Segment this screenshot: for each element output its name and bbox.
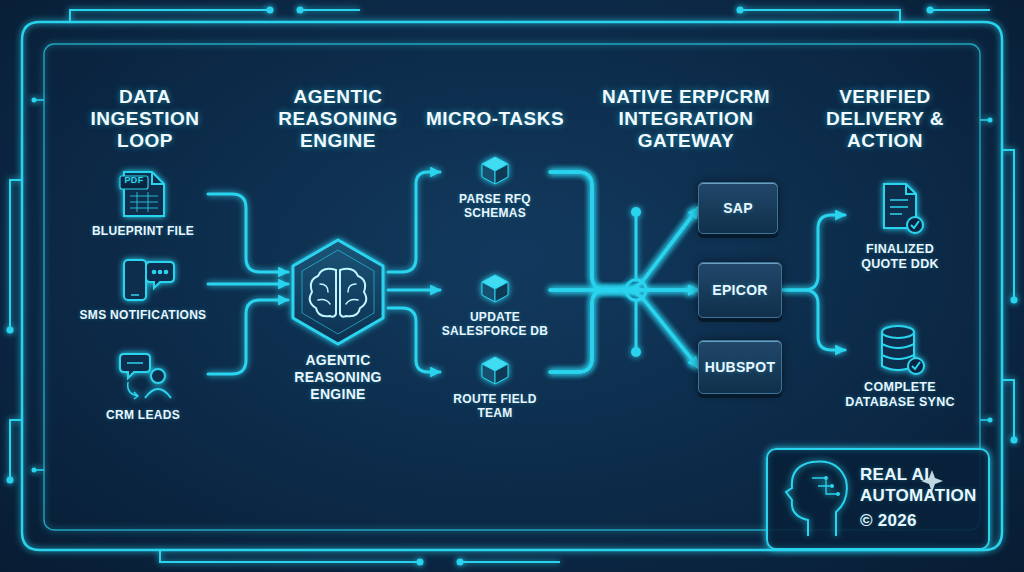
flow-connector xyxy=(388,172,440,272)
flow-connector xyxy=(208,283,288,286)
task-cube xyxy=(482,157,508,384)
flow-connector xyxy=(550,290,698,372)
flow-connector xyxy=(550,290,698,372)
flow-connector xyxy=(208,300,288,374)
flow-connector xyxy=(550,172,698,290)
node-label: FINALIZED QUOTE DDK xyxy=(845,242,955,272)
crm-icon xyxy=(120,354,171,399)
frame-dot xyxy=(7,7,1018,566)
frame xyxy=(10,10,1014,562)
micro-task: ROUTE FIELD TEAM xyxy=(440,358,550,422)
node-label: CRM LEADS xyxy=(78,408,208,422)
node-label: PARSE RFQ SCHEMAS xyxy=(440,192,550,220)
output-result: FINALIZED QUOTE DDK xyxy=(845,182,955,276)
node-label: AGENTIC REASONING ENGINE xyxy=(288,352,388,403)
column-heading: DATA INGESTION LOOP xyxy=(70,86,220,152)
output-result: COMPLETE DATABASE SYNC xyxy=(845,322,955,428)
flow-connector xyxy=(550,208,698,290)
micro-task: UPDATE SALESFORCE DB xyxy=(440,276,550,340)
node-label: © 2026 xyxy=(860,510,986,531)
file-badge: PDF xyxy=(120,175,148,186)
erp-system: HUBSPOT xyxy=(698,340,782,394)
flow-connector xyxy=(550,172,698,290)
file-icon xyxy=(120,172,164,216)
flow-connector xyxy=(208,194,288,272)
node-label: BLUEPRINT FILE xyxy=(78,224,208,238)
database-icon xyxy=(882,326,924,374)
flow-connector xyxy=(782,215,845,290)
flow-connector xyxy=(388,308,440,372)
micro-task: PARSE RFQ SCHEMAS xyxy=(440,158,550,222)
input-source: PDF BLUEPRINT FILE xyxy=(78,172,208,244)
column-heading: VERIFIED DELIVERY & ACTION xyxy=(800,86,970,152)
flow-connector xyxy=(782,290,845,350)
flow-connector xyxy=(550,208,698,372)
phone-icon xyxy=(124,260,174,300)
erp-system: SAP xyxy=(698,182,778,234)
node-label: HUBSPOT xyxy=(699,359,781,375)
flow-connector xyxy=(550,290,698,367)
column-heading: MICRO-TASKS xyxy=(415,108,575,130)
input-source: CRM LEADS xyxy=(78,352,208,426)
input-source: SMS NOTIFICATIONS xyxy=(78,256,208,338)
reasoning-engine: AGENTIC REASONING ENGINE xyxy=(288,240,388,416)
quote-icon xyxy=(884,184,923,233)
node-label: SMS NOTIFICATIONS xyxy=(78,308,208,322)
node-label: SAP xyxy=(699,200,777,216)
erp-system: EPICOR xyxy=(698,262,782,318)
watermark-box: REAL AI AUTOMATION © 2026 xyxy=(766,448,990,550)
engine-hexagon xyxy=(293,240,383,344)
node-label: COMPLETE DATABASE SYNC xyxy=(845,380,955,410)
node-label: UPDATE SALESFORCE DB xyxy=(440,310,550,338)
column-heading: AGENTIC REASONING ENGINE xyxy=(258,86,418,152)
flow-connector xyxy=(388,289,440,292)
node-label: EPICOR xyxy=(699,282,781,298)
node-label: REAL AI AUTOMATION xyxy=(860,464,986,506)
node-label: ROUTE FIELD TEAM xyxy=(440,392,550,420)
column-heading: NATIVE ERP/CRM INTEGRATION GATEWAY xyxy=(588,86,784,152)
